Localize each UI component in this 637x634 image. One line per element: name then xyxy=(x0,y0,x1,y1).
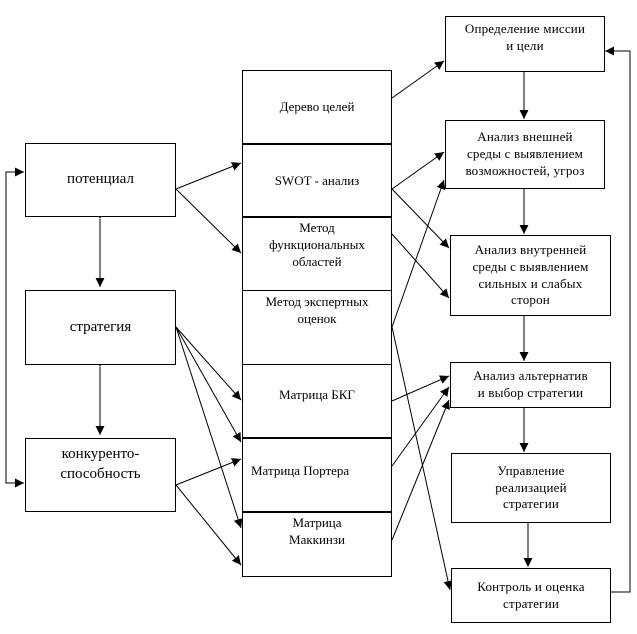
arrow-swot-external xyxy=(391,151,445,190)
method-swot: SWOT - анализ xyxy=(243,145,391,218)
potential-label: потенциал xyxy=(67,171,134,188)
step-label: Анализ внутренней xyxy=(474,241,587,257)
arrow-potential-swot xyxy=(175,162,242,190)
competitiveness-label-line1: конкуренто- xyxy=(61,446,140,462)
step-label: Контроль и оценка xyxy=(477,578,585,594)
competitiveness-label-line2: способность xyxy=(60,465,141,482)
potential-box: потенциал xyxy=(25,143,176,217)
method-label: Метод xyxy=(299,220,335,235)
arrow-expert-control xyxy=(391,326,453,591)
step-mission-goals: Определение миссии и цели xyxy=(445,16,605,72)
method-label: Метод экспертных xyxy=(265,294,369,309)
divider xyxy=(243,143,391,145)
methods-column: Дерево целей SWOT - анализ Метод функцио… xyxy=(242,70,392,577)
method-expert-assessment: Метод экспертных оценок xyxy=(243,291,391,364)
step-label: возможностей, угроз xyxy=(465,162,585,178)
step-label: сторон xyxy=(511,292,550,308)
divider xyxy=(243,290,391,291)
step-label: стратегии xyxy=(502,595,560,611)
step-external-analysis: Анализ внешней среды с выявлением возмож… xyxy=(445,120,605,189)
divider xyxy=(243,511,391,513)
left-feedback-loop xyxy=(5,171,24,484)
method-mckinsey-matrix: Матрица Маккинзи xyxy=(243,513,391,577)
divider xyxy=(243,364,391,365)
arrow-bkg-alternatives xyxy=(391,375,450,402)
step-label: сильных и слабых xyxy=(478,275,583,291)
arrow-strategy-mckinsey xyxy=(175,326,243,529)
method-label: Матрица xyxy=(292,515,342,530)
arrow-tree-mission xyxy=(391,60,445,99)
step-label: реализацией xyxy=(495,479,567,495)
step-label: и цели xyxy=(506,37,544,53)
arrow-competitiveness-mckinsey xyxy=(175,484,242,566)
step-alternatives-choice: Анализ альтернатив и выбор стратегии xyxy=(450,362,611,408)
competitiveness-box: конкуренто- способность xyxy=(25,438,176,512)
method-label: областей xyxy=(292,253,342,269)
arrow-swot-internal xyxy=(391,188,450,249)
arrow-functional-internal xyxy=(391,233,450,299)
divider xyxy=(243,216,391,218)
step-label: Управление xyxy=(497,462,565,478)
arrow-expert-external xyxy=(391,179,446,328)
method-label: Дерево целей xyxy=(279,99,355,115)
method-label: функциональных xyxy=(269,236,365,252)
arrow-strategy-bkg xyxy=(175,326,242,401)
arrow-potential-functional xyxy=(175,188,242,254)
method-functional-areas: Метод функциональных областей xyxy=(243,218,391,291)
divider xyxy=(243,437,391,439)
step-control-evaluation: Контроль и оценка стратегии xyxy=(451,568,611,623)
method-label: SWOT - анализ xyxy=(274,173,360,189)
step-label: Определение миссии xyxy=(464,21,586,36)
method-label: Матрица БКГ xyxy=(279,386,355,402)
method-bcg-matrix: Матрица БКГ xyxy=(243,365,391,425)
step-label: среды с выявлением xyxy=(466,146,584,162)
step-label: среды с выявлением xyxy=(472,258,589,274)
method-goal-tree: Дерево целей xyxy=(243,71,391,144)
arrow-competitiveness-porter xyxy=(175,458,242,486)
step-label: и выбор стратегии xyxy=(477,385,584,400)
arrow-strategy-porter xyxy=(175,326,242,443)
method-label: Маккинзи xyxy=(289,531,345,547)
strategy-label: стратегия xyxy=(69,318,132,335)
step-label: Анализ альтернатив xyxy=(473,368,588,384)
step-internal-analysis: Анализ внутренней среды с выявлением сил… xyxy=(450,235,611,316)
method-label: Матрица Портера xyxy=(251,462,350,478)
arrow-mckinsey-alternatives xyxy=(391,399,450,541)
strategy-box: стратегия xyxy=(25,290,176,365)
method-porter-matrix: Матрица Портера xyxy=(243,439,391,503)
arrow-porter-alternatives xyxy=(391,386,450,467)
step-label: Анализ внешней xyxy=(477,129,573,145)
step-implementation-management: Управление реализацией стратегии xyxy=(451,453,611,523)
step-label: стратегии xyxy=(502,496,560,512)
method-label: оценок xyxy=(297,310,337,326)
